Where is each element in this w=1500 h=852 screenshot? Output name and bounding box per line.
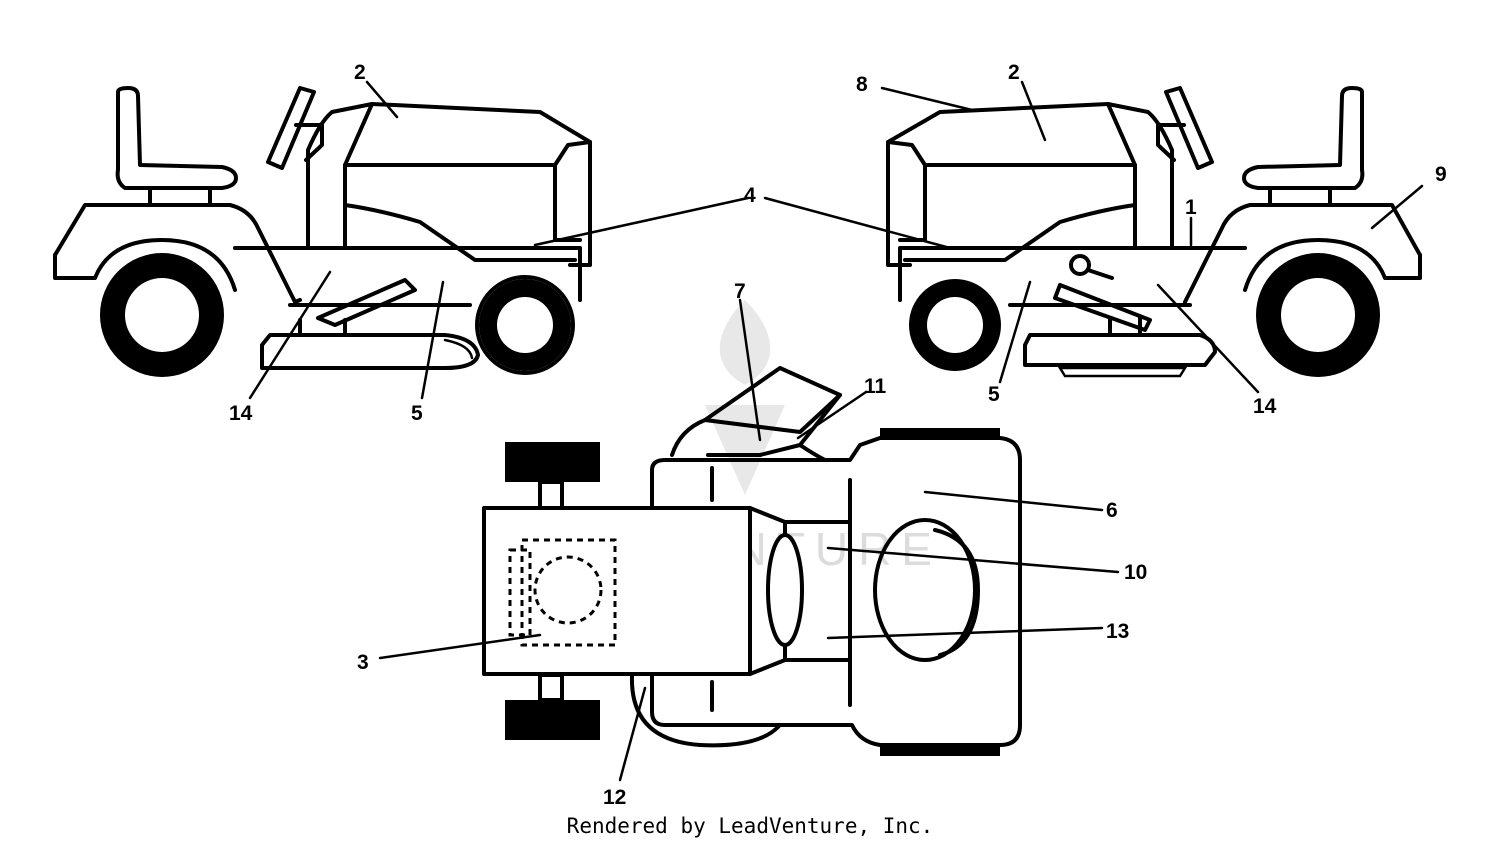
callout-left-4: 4 [744, 184, 756, 207]
callout-top-13: 13 [1106, 620, 1129, 643]
callout-left-5: 5 [411, 402, 423, 425]
callout-top-6: 6 [1106, 499, 1118, 522]
callout-right-8: 8 [856, 73, 868, 96]
callout-left-2: 2 [354, 61, 366, 84]
callout-top-3: 3 [357, 651, 369, 674]
callout-right-5: 5 [988, 383, 1000, 406]
callout-right-14: 14 [1253, 395, 1277, 418]
right-side-view [763, 80, 1424, 394]
callouts: 2 4 14 5 8 2 1 9 5 14 7 11 6 10 13 3 12 [229, 61, 1447, 809]
callout-right-9: 9 [1435, 163, 1447, 186]
callout-left-14: 14 [229, 402, 253, 425]
callout-top-11: 11 [864, 375, 887, 398]
callout-right-2: 2 [1008, 61, 1020, 84]
callout-right-1: 1 [1185, 196, 1197, 219]
footer-credit: Rendered by LeadVenture, Inc. [566, 814, 934, 838]
callout-top-12: 12 [603, 786, 626, 809]
callout-top-7: 7 [734, 280, 746, 303]
top-view [378, 298, 1120, 782]
left-side-view [53, 80, 750, 400]
callout-top-10: 10 [1124, 561, 1147, 584]
